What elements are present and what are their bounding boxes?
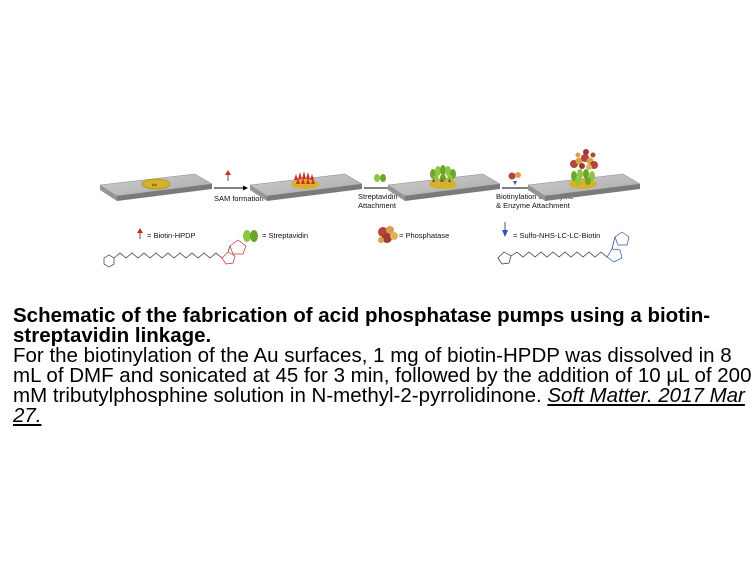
slide-enzyme (527, 149, 641, 201)
phosphatase-icon (378, 226, 398, 243)
legend-label-streptavidin: = Streptavidin (262, 231, 308, 240)
slide-sam (249, 171, 363, 201)
caption-text: For the biotinylation of the Au surfaces… (13, 344, 752, 407)
legend-streptavidin: = Streptavidin (243, 230, 308, 242)
au-disk (141, 178, 171, 190)
au-label: Au (152, 182, 157, 187)
sulfo-biotin-structure (497, 231, 630, 265)
step-label-streptavidin-2: Attachment (358, 201, 397, 210)
step-arrow-sam (214, 170, 248, 191)
legend-phosphatase: = Phosphatase (378, 226, 449, 243)
legend-label-sulfo-biotin: = Sulfo-NHS-LC-LC-Biotin (513, 231, 600, 240)
streptavidin-icon (243, 230, 251, 242)
biotin-hpdp-structure (103, 239, 247, 268)
sulfo-biotin-icon (502, 230, 508, 237)
legend-sulfo-biotin: = Sulfo-NHS-LC-LC-Biotin (497, 222, 630, 265)
step-label-enzyme-2: & Enzyme Attachment (496, 201, 571, 210)
fabrication-schematic: Au SAM formation Streptavidin Attachment (100, 149, 641, 268)
figure-caption: Schematic of the fabrication of acid pho… (13, 304, 753, 427)
legend-label-phosphatase: = Phosphatase (399, 231, 449, 240)
step-label-streptavidin-1: Streptavidin (358, 192, 398, 201)
step-label-sam-formation: SAM formation (214, 194, 264, 203)
citation-link[interactable]: Soft Matter. 2017 Mar 27. (13, 384, 745, 427)
step-label-enzyme-1: Biotinylation of Enzyme (496, 192, 574, 201)
slide-streptavidin (387, 165, 501, 201)
slide-bare-au: Au (100, 173, 213, 201)
caption-body: For the biotinylation of the Au surfaces… (13, 344, 753, 427)
legend-label-biotin-hpdp: = Biotin-HPDP (147, 231, 196, 240)
legend-biotin-hpdp: = Biotin-HPDP (103, 228, 247, 268)
caption-title: Schematic of the fabrication of acid pho… (13, 304, 711, 347)
